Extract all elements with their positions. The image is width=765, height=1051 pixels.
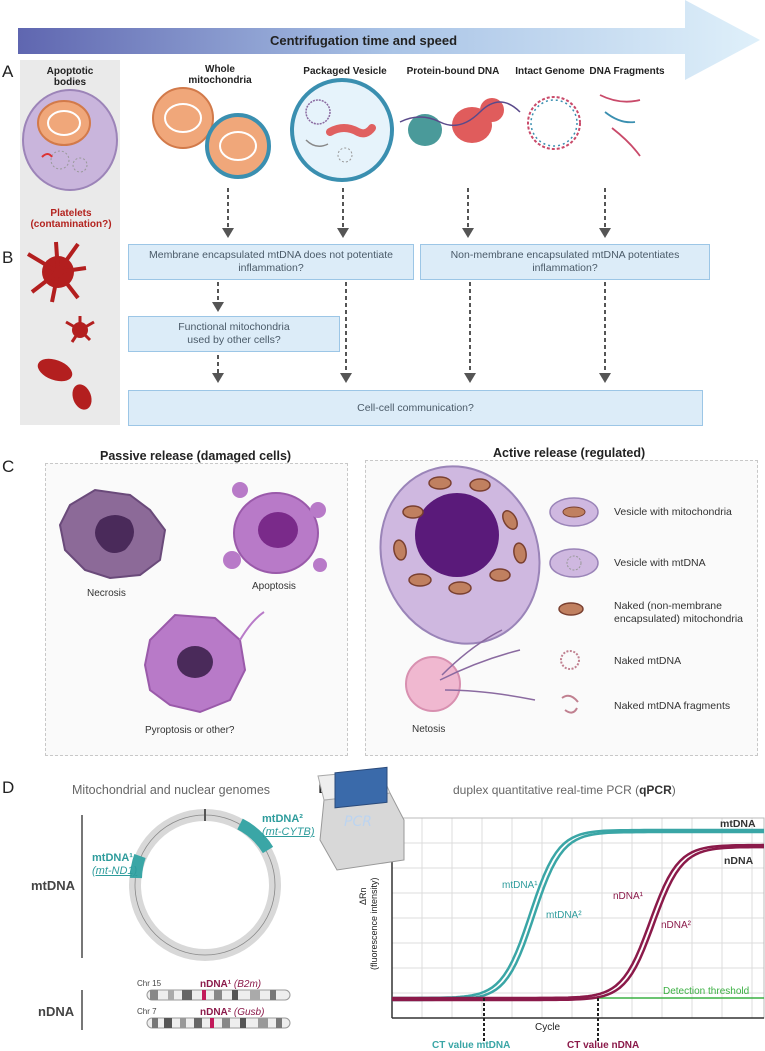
mtdna2-segment	[237, 818, 274, 854]
necrosis-cell-icon	[58, 488, 167, 580]
legend-naked-mtdna-fragments: Naked mtDNA fragments	[614, 700, 731, 712]
pyroptosis-label: Pyroptosis or other?	[145, 725, 235, 736]
chr7-label: Chr 7	[137, 1007, 157, 1016]
series-end-label-mtdna: mtDNA	[720, 818, 756, 830]
netosis-label: Netosis	[412, 724, 446, 735]
mtdna1-gene-label: (mt-ND1)	[92, 865, 138, 877]
ndna2-label: nDNA² (Gusb)	[200, 1007, 265, 1018]
protein-bound-dna-label: Protein-bound DNA	[406, 66, 500, 77]
panel-label-c: C	[2, 457, 15, 476]
mtdna2-curve-label: mtDNA²	[546, 910, 582, 921]
active-release-cell-icon	[379, 465, 541, 645]
apoptotic-body-icon	[22, 89, 118, 191]
intact-genome-label: Intact Genome	[515, 66, 585, 77]
necrosis-label: Necrosis	[87, 588, 126, 599]
apoptosis-cell-icon	[223, 482, 327, 574]
ndna1-gene: (B2m)	[233, 979, 262, 990]
ndna1-label: nDNA¹ (B2m)	[200, 979, 262, 990]
ndna1-curve-label: nDNA¹	[613, 891, 644, 902]
xlabel: Cycle	[535, 1022, 561, 1033]
panel-d-title: Mitochondrial and nuclear genomes	[72, 783, 271, 797]
legend-naked-mtdna: Naked mtDNA	[614, 655, 682, 667]
mtdna1-curve-label: mtDNA¹	[502, 880, 538, 891]
mtdna2-label: mtDNA²	[262, 813, 303, 825]
panel-e-title: duplex quantitative real-time PCR (qPCR)	[453, 783, 676, 797]
mtdna1-label: mtDNA¹	[92, 852, 133, 864]
box-cell-cell-communication: Cell-cell communication?	[128, 390, 703, 426]
mtdna-label: mtDNA	[31, 878, 76, 893]
panel-label-b: B	[2, 248, 14, 267]
legend-vesicle-mitochondria: Vesicle with mitochondria	[614, 506, 732, 518]
netosis-cell-icon	[405, 629, 536, 712]
packaged-vesicle-icon	[290, 78, 394, 182]
centrifugation-arrow	[18, 0, 760, 80]
series-end-label-ndna: nDNA	[724, 855, 754, 867]
ct-ndna-label: CT value nDNA	[567, 1040, 640, 1051]
legend-icons	[549, 497, 599, 714]
ndna2-curve	[392, 845, 764, 1002]
box-functional-mitochondria: Functional mitochondria used by other ce…	[128, 316, 340, 352]
active-release-title: Active release (regulated)	[493, 446, 646, 460]
panel-c-illustrations	[58, 465, 599, 714]
ylabel-line2: (fluorescence intensity)	[369, 877, 379, 970]
ct-mtdna-label: CT value mtDNA	[432, 1040, 511, 1051]
apoptotic-bodies-label: Apoptotic bodies	[46, 66, 94, 88]
chr15-bar	[146, 989, 291, 1001]
packaged-vesicle-label: Packaged Vesicle	[303, 66, 387, 77]
arrow-title: Centrifugation time and speed	[270, 33, 458, 48]
pcr-screen-label: PCR	[344, 814, 372, 830]
panel-a-illustrations	[22, 78, 641, 410]
dashed-arrows	[212, 188, 611, 383]
pcr-machine-icon	[317, 766, 405, 871]
ndna1-curve	[392, 843, 765, 1000]
ndna2-curve-label: nDNA²	[661, 920, 692, 931]
passive-release-title: Passive release (damaged cells)	[100, 449, 292, 463]
ndna2-gene: (Gusb)	[233, 1007, 265, 1018]
mtdna2-gene-label: (mt-CYTB)	[262, 826, 315, 838]
chr15-label: Chr 15	[137, 979, 162, 988]
ndna-label: nDNA	[38, 1004, 75, 1019]
chr7-bar	[146, 1017, 291, 1029]
mitochondria-icons	[152, 87, 271, 179]
ylabel-line1: ΔRn	[358, 887, 368, 905]
dna-fragments-icon	[599, 94, 641, 157]
legend-vesicle-mtdna: Vesicle with mtDNA	[614, 557, 706, 569]
panel-d-genomes	[81, 809, 291, 1030]
apoptosis-label: Apoptosis	[252, 581, 296, 592]
platelet-icons	[26, 241, 95, 410]
legend-naked-mitochondria: Naked (non-membrane encapsulated) mitoch…	[614, 600, 743, 625]
whole-mitochondria-label: Whole mitochondria	[188, 64, 252, 86]
box-membrane-encapsulated: Membrane encapsulated mtDNA does not pot…	[128, 244, 414, 280]
threshold-label: Detection threshold	[663, 986, 750, 997]
mtdna1-segment	[130, 853, 146, 879]
protein-bound-dna-icon	[399, 98, 521, 146]
pyroptosis-cell-icon	[143, 611, 265, 714]
panel-label-d: D	[2, 778, 15, 797]
box-non-membrane-encapsulated: Non-membrane encapsulated mtDNA potentia…	[420, 244, 710, 280]
intact-genome-icon	[527, 96, 581, 150]
dna-fragments-label: DNA Fragments	[589, 66, 665, 77]
panel-label-a: A	[2, 62, 14, 81]
platelets-label: Platelets (contamination?)	[30, 208, 112, 230]
